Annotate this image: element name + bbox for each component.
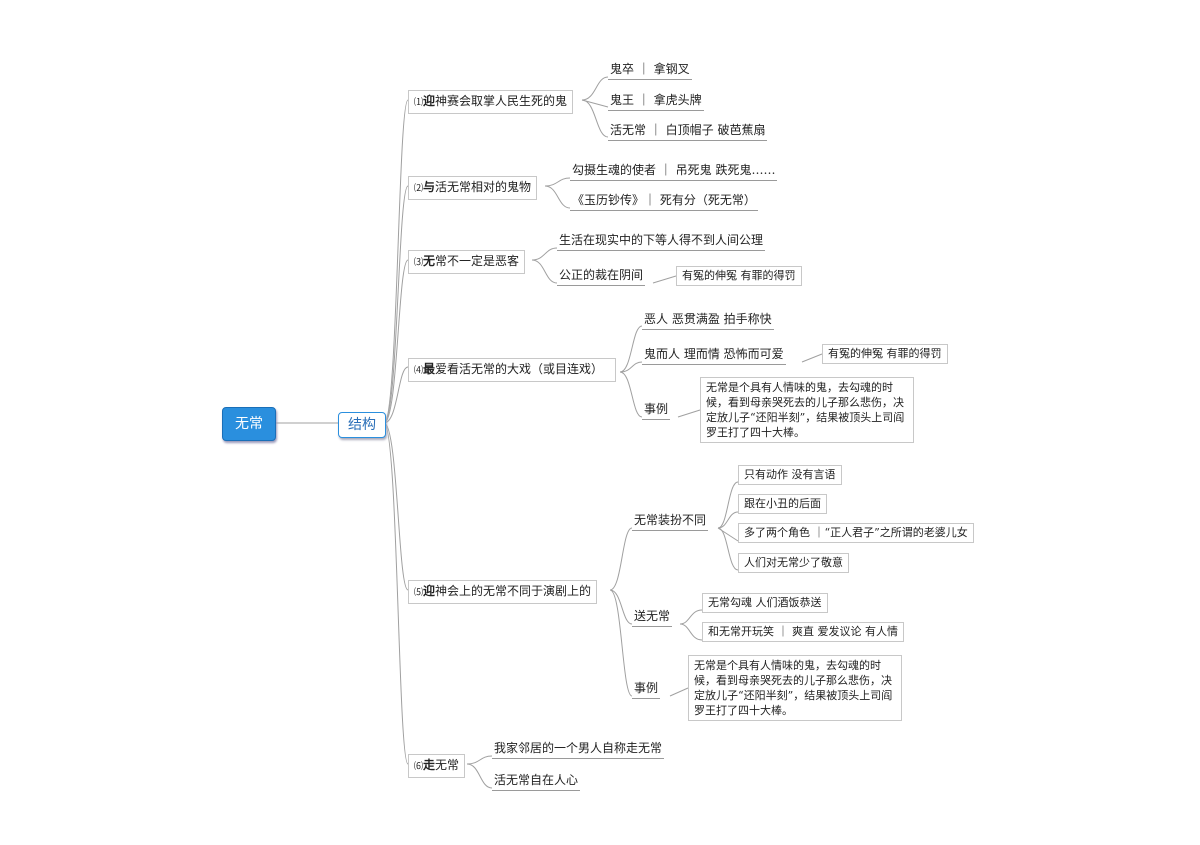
section-3-number: ⑶ (414, 258, 424, 268)
section-5-child-2b[interactable]: 和无常开玩笑 ｜ 爽直 爱发议论 有人情 (702, 622, 904, 642)
section-3-child-2[interactable]: 公正的裁在阴间 (557, 267, 646, 286)
section-4-number: ⑷ (414, 366, 424, 376)
section-5-head: 迎 (423, 584, 436, 598)
section-5-child-2[interactable]: 送无常 (632, 608, 673, 627)
section-2-number: ⑵ (414, 184, 424, 194)
section-6-node[interactable]: ⑹走无常 (408, 754, 466, 778)
section-1-child-2[interactable]: 鬼王 ｜ 拿虎头牌 (608, 92, 704, 111)
section-1-head: 迎 (423, 94, 436, 108)
section-4-child-2-detail[interactable]: 有冤的伸冤 有罪的得罚 (822, 344, 948, 364)
section-3-node[interactable]: ⑶无常不一定是恶客 (408, 250, 526, 274)
section-6-child-2[interactable]: 活无常自在人心 (492, 772, 581, 791)
section-5-child-1[interactable]: 无常装扮不同 (632, 512, 709, 531)
section-4-node[interactable]: ⑷最爱看活无常的大戏（或目连戏） (408, 358, 616, 382)
section-3-title: 常不一定是恶客 (435, 254, 520, 268)
section-2-node[interactable]: ⑵与活无常相对的鬼物 (408, 176, 538, 200)
section-1-node[interactable]: ⑴迎神赛会取掌人民生死的鬼 (408, 90, 574, 114)
section-4-child-2[interactable]: 鬼而人 理而情 恐怖而可爱 (642, 346, 786, 365)
section-2-title: 活无常相对的鬼物 (435, 180, 532, 194)
section-6-child-1[interactable]: 我家邻居的一个男人自称走无常 (492, 740, 665, 759)
section-2-child-1[interactable]: 勾摄生魂的使者 ｜ 吊死鬼 跌死鬼…… (570, 162, 778, 181)
section-1-child-3[interactable]: 活无常 ｜ 白顶帽子 破芭蕉扇 (608, 122, 768, 141)
section-6-number: ⑹ (414, 762, 424, 772)
section-5-child-1c[interactable]: 多了两个角色 ｜“正人君子”之所谓的老婆儿女 (738, 523, 974, 543)
section-4-child-3[interactable]: 事例 (642, 401, 671, 420)
section-1-number: ⑴ (414, 98, 424, 108)
section-1-child-1[interactable]: 鬼卒 ｜ 拿钢叉 (608, 61, 692, 80)
hub-label: 结构 (348, 417, 376, 433)
section-4-example[interactable]: 无常是个具有人情味的鬼，去勾魂的时候，看到母亲哭死去的儿子那么悲伤，决定放儿子“… (700, 377, 914, 443)
hub-node[interactable]: 结构 (338, 412, 386, 438)
root-node[interactable]: 无常 (222, 407, 276, 441)
section-5-node[interactable]: ⑸迎神会上的无常不同于演剧上的 (408, 580, 598, 604)
section-3-child-2-detail[interactable]: 有冤的伸冤 有罪的得罚 (676, 266, 802, 286)
section-2-head: 与 (423, 180, 436, 194)
section-3-head: 无 (423, 254, 436, 268)
section-1-title: 神赛会取掌人民生死的鬼 (435, 94, 568, 108)
section-4-child-1[interactable]: 恶人 恶贯满盈 拍手称快 (642, 311, 774, 330)
section-5-child-1a[interactable]: 只有动作 没有言语 (738, 465, 842, 485)
section-5-child-1d[interactable]: 人们对无常少了敬意 (738, 553, 849, 573)
section-4-title: 爱看活无常的大戏（或目连戏） (435, 362, 604, 376)
section-4-head: 最 (423, 362, 436, 376)
section-5-title: 神会上的无常不同于演剧上的 (435, 584, 592, 598)
section-5-child-1b[interactable]: 跟在小丑的后面 (738, 494, 827, 514)
section-5-child-3[interactable]: 事例 (632, 680, 661, 699)
root-label: 无常 (235, 416, 263, 432)
section-6-title: 无常 (435, 758, 460, 772)
section-6-head: 走 (423, 758, 436, 772)
section-5-example[interactable]: 无常是个具有人情味的鬼，去勾魂的时候，看到母亲哭死去的儿子那么悲伤，决定放儿子“… (688, 655, 902, 721)
section-3-child-1[interactable]: 生活在现实中的下等人得不到人间公理 (557, 232, 766, 251)
section-5-child-2a[interactable]: 无常勾魂 人们酒饭恭送 (702, 593, 828, 613)
section-5-number: ⑸ (414, 588, 424, 598)
section-2-child-2[interactable]: 《玉历钞传》｜ 死有分（死无常） (570, 192, 758, 211)
